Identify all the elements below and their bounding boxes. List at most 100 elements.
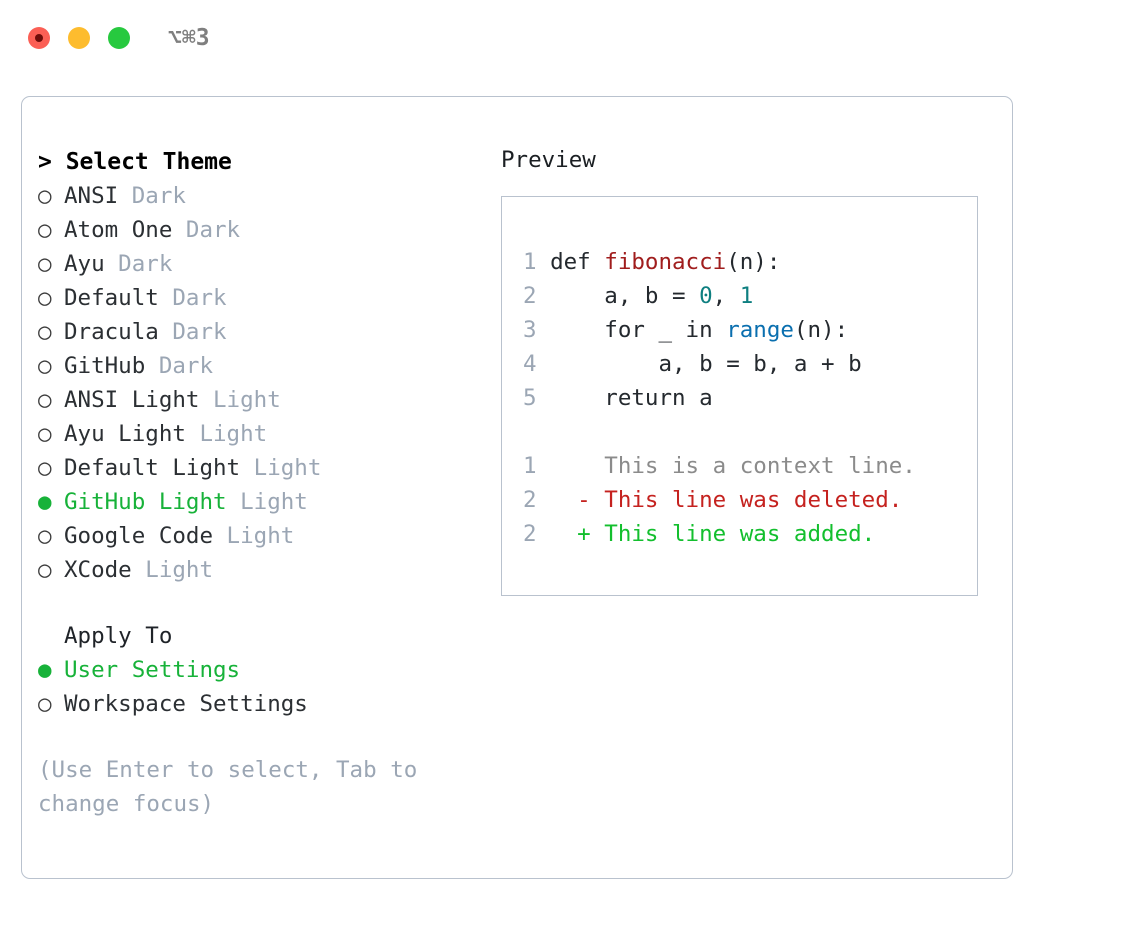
radio-unselected-icon[interactable]: ○ — [38, 421, 52, 447]
preview-column: Preview 1 def fibonacci(n):2 a, b = 0, 1… — [501, 145, 991, 596]
code-line: 5 return a — [523, 381, 971, 415]
code-line: 4 a, b = b, a + b — [523, 347, 971, 381]
code-token-plain: return a — [550, 385, 713, 411]
theme-list-item[interactable]: ○ ANSI Light Light — [38, 383, 468, 417]
radio-selected-icon[interactable]: ● — [38, 657, 52, 683]
radio-unselected-icon[interactable]: ○ — [38, 557, 52, 583]
line-number: 3 — [523, 317, 537, 343]
apply-to-item[interactable]: ● User Settings — [38, 653, 468, 687]
theme-variant-tag: Dark — [158, 285, 227, 311]
radio-unselected-icon[interactable]: ○ — [38, 183, 52, 209]
code-token-plain: a, b = — [550, 283, 700, 309]
code-token-plain: , — [712, 283, 740, 309]
diff-line: 1 This is a context line. — [523, 449, 971, 483]
minimize-window-button[interactable] — [68, 27, 90, 49]
line-number: 2 — [523, 521, 537, 547]
line-number: 1 — [523, 453, 537, 479]
line-number: 5 — [523, 385, 537, 411]
diff-marker — [537, 453, 605, 479]
radio-unselected-icon[interactable]: ○ — [38, 251, 52, 277]
gutter-space — [537, 351, 551, 377]
line-number: 1 — [523, 249, 537, 275]
apply-to-header: Apply To — [64, 623, 173, 649]
gutter-space — [537, 249, 551, 275]
diff-line: 2 - This line was deleted. — [523, 483, 971, 517]
radio-selected-icon[interactable]: ● — [38, 489, 52, 515]
theme-list-item[interactable]: ○Ayu Dark — [38, 247, 468, 281]
diff-body-ctx: This is a context line. — [537, 453, 916, 479]
apply-to-list[interactable]: ● User Settings ○ Workspace Settings — [38, 653, 468, 721]
radio-unselected-icon[interactable]: ○ — [38, 319, 52, 345]
code-token-plain: def — [550, 249, 605, 275]
diff-marker: - — [536, 487, 605, 513]
diff-body-add: + This line was added. — [536, 521, 876, 547]
radio-unselected-icon[interactable]: ○ — [38, 455, 52, 481]
theme-variant-tag: Light — [213, 523, 295, 549]
theme-list-item[interactable]: ○GitHub Dark — [38, 349, 468, 383]
theme-list-item[interactable]: ○Dracula Dark — [38, 315, 468, 349]
diff-sample: 1 This is a context line.2 - This line w… — [523, 449, 971, 551]
keyboard-shortcut-label: ⌥⌘3 — [168, 25, 210, 51]
radio-unselected-icon[interactable]: ○ — [38, 285, 52, 311]
code-token-num: 0 — [699, 283, 713, 309]
theme-name: Default Light — [64, 455, 241, 481]
theme-list-item[interactable]: ○Ayu Light Light — [38, 417, 468, 451]
theme-list-item[interactable]: ○ANSI Dark — [38, 179, 468, 213]
theme-name: Atom One — [64, 217, 173, 243]
close-window-button[interactable] — [28, 27, 50, 49]
diff-text: This line was deleted. — [604, 487, 903, 513]
diff-text: This line was added. — [604, 521, 876, 547]
radio-unselected-icon[interactable]: ○ — [38, 523, 52, 549]
code-token-plain: for _ in — [550, 317, 727, 343]
theme-list-item[interactable]: ○Default Light Light — [38, 451, 468, 485]
code-line: 3 for _ in range(n): — [523, 313, 971, 347]
radio-unselected-icon[interactable]: ○ — [38, 217, 52, 243]
theme-list-item[interactable]: ○ Atom One Dark — [38, 213, 468, 247]
radio-unselected-icon[interactable]: ○ — [38, 353, 52, 379]
theme-name: XCode — [64, 557, 132, 583]
theme-list-item[interactable]: ○ Google Code Light — [38, 519, 468, 553]
radio-unselected-icon[interactable]: ○ — [38, 387, 52, 413]
theme-list-item[interactable]: ○Default Dark — [38, 281, 468, 315]
line-number: 2 — [523, 283, 537, 309]
code-token-plain: (n): — [726, 249, 781, 275]
theme-list[interactable]: ○ANSI Dark○Atom One Dark○Ayu Dark○Defaul… — [38, 179, 468, 587]
theme-variant-tag: Dark — [104, 251, 173, 277]
gutter-space — [537, 283, 551, 309]
diff-marker: + — [536, 521, 605, 547]
theme-variant-tag: Light — [131, 557, 214, 583]
maximize-window-button[interactable] — [108, 27, 130, 49]
radio-unselected-icon[interactable]: ○ — [38, 691, 52, 717]
code-line: 1 def fibonacci(n): — [523, 245, 971, 279]
theme-list-item[interactable]: ○ XCode Light — [38, 553, 468, 587]
theme-name: GitHub Light — [64, 489, 227, 515]
diff-line: 2 + This line was added. — [523, 517, 971, 551]
code-line: 2 a, b = 0, 1 — [523, 279, 971, 313]
theme-variant-tag: Light — [185, 421, 268, 447]
gutter-space — [537, 385, 551, 411]
apply-to-label: User Settings — [64, 657, 241, 683]
theme-variant-tag: Light — [199, 387, 281, 413]
gutter-space — [537, 317, 551, 343]
theme-name: ANSI Light — [64, 387, 200, 413]
keyboard-hint-text: (Use Enter to select, Tab to change focu… — [38, 757, 431, 817]
line-number: 4 — [523, 351, 537, 377]
apply-to-item[interactable]: ○ Workspace Settings — [38, 687, 468, 721]
theme-variant-tag: Light — [226, 489, 308, 515]
theme-variant-tag: Dark — [172, 217, 241, 243]
theme-name: Dracula — [64, 319, 159, 345]
theme-variant-tag: Dark — [145, 353, 214, 379]
apply-to-label: Workspace Settings — [64, 691, 308, 717]
diff-body-del: - This line was deleted. — [536, 487, 903, 513]
line-number: 2 — [523, 487, 537, 513]
preview-title: Preview — [501, 147, 596, 173]
theme-name: Google Code — [64, 523, 214, 549]
theme-variant-tag: Dark — [118, 183, 186, 209]
code-token-plain: a, b = b, a + b — [550, 351, 862, 377]
main-panel: > Select Theme ○ANSI Dark○Atom One Dark○… — [21, 96, 1013, 879]
theme-list-item[interactable]: ● GitHub Light Light — [38, 485, 468, 519]
